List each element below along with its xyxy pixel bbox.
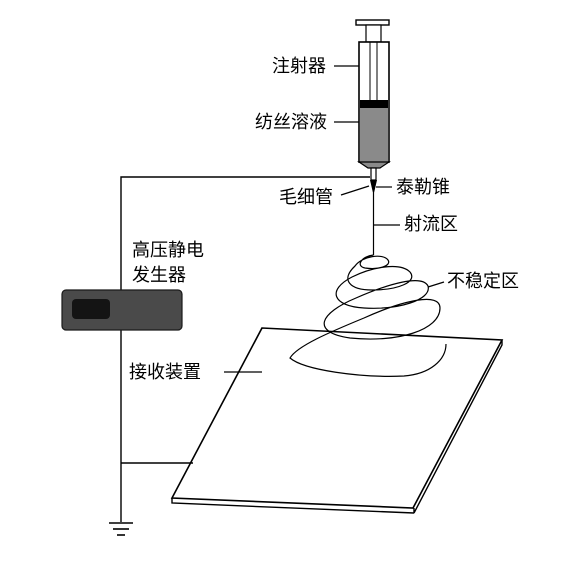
hv-generator-display	[72, 299, 110, 319]
instability-zone-label: 不稳定区	[447, 271, 519, 292]
collector-plate-thickness	[413, 340, 503, 514]
syringe-plunger-rod	[365, 24, 382, 43]
collector-label: 接收装置	[129, 362, 201, 383]
syringe	[355, 19, 391, 193]
capillary-needle	[370, 167, 377, 181]
collector-plate	[170, 327, 504, 509]
hv-generator-label: 高压静电发生器	[132, 240, 204, 286]
taylor-cone	[370, 180, 377, 193]
capillary-label: 毛细管	[279, 187, 333, 208]
syringe-plunger-head	[360, 100, 388, 108]
spinning-solution-fill	[360, 108, 388, 162]
syringe-label: 注射器	[272, 56, 326, 77]
ground-icon	[109, 522, 133, 536]
wire-top	[120, 176, 370, 291]
syringe-flange	[355, 19, 390, 26]
taylor-cone-label: 泰勒锥	[396, 177, 450, 198]
spinning-solution-label: 纺丝溶液	[255, 112, 327, 133]
collector-plate-bottom-edge	[171, 498, 415, 514]
jet-zone-label: 射流区	[404, 214, 458, 235]
instability-whip	[289, 254, 447, 377]
